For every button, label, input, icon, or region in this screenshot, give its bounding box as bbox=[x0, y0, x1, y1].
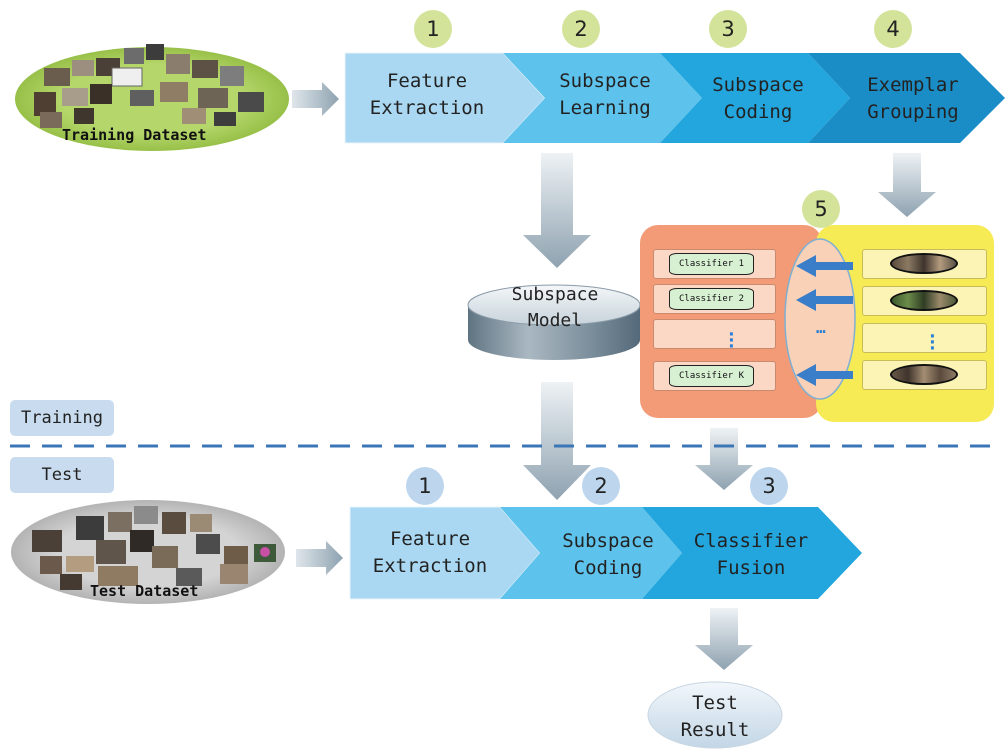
arrow-exemplar-1 bbox=[796, 255, 853, 277]
classifier-row-ellipsis bbox=[653, 319, 776, 349]
exemplar-row-k bbox=[862, 360, 987, 390]
arrow-fusion-to-result bbox=[695, 608, 753, 670]
training-step-4-label: Exemplar Grouping bbox=[867, 74, 959, 123]
exemplar-1-thumbnail bbox=[890, 253, 958, 274]
subspace-model-label: Subspace Model bbox=[511, 284, 599, 331]
training-step-1-number: 1 bbox=[414, 10, 452, 48]
test-dataset-thumbnails bbox=[32, 506, 276, 590]
training-step-3-number: 3 bbox=[709, 10, 747, 48]
subspace-model-cylinder bbox=[467, 284, 641, 360]
training-step-3-label: Subspace Coding bbox=[712, 74, 804, 123]
test-step-3-number: 3 bbox=[750, 467, 788, 505]
test-dataset-label: Test Dataset bbox=[90, 582, 199, 600]
test-step-3-label: Classifier Fusion bbox=[693, 530, 809, 579]
training-step-4-number: 4 bbox=[874, 10, 912, 48]
training-phase-tag: Training bbox=[10, 400, 114, 436]
arrow-classifiers-to-fusion bbox=[695, 428, 753, 490]
exemplar-row-1 bbox=[862, 249, 987, 279]
test-step-1-label: Feature Extraction bbox=[372, 528, 488, 577]
arrow-exemplar-2 bbox=[796, 289, 853, 311]
exemplar-row-2 bbox=[862, 286, 987, 316]
test-result-label: Test Result bbox=[680, 692, 750, 741]
chevron-subspace-coding bbox=[660, 53, 850, 143]
training-step-1-label: Feature Extraction bbox=[369, 70, 485, 119]
chevron-test-subspace-coding bbox=[500, 507, 682, 599]
classifier-k-cylinder: Classifier K bbox=[669, 365, 754, 387]
arrow-dataset-to-training bbox=[292, 82, 339, 116]
training-step-2-number: 2 bbox=[562, 10, 600, 48]
chevron-test-classifier-fusion bbox=[642, 507, 862, 599]
training-step-2-label: Subspace Learning bbox=[559, 70, 651, 119]
classifier-vertical-ellipsis: ··· bbox=[726, 324, 737, 357]
fusion-ellipse bbox=[784, 238, 856, 400]
training-dataset-thumbnails bbox=[34, 44, 264, 128]
chevron-exemplar-grouping bbox=[808, 53, 1005, 143]
test-step-1-number: 1 bbox=[406, 467, 444, 505]
chevron-subspace-learning bbox=[503, 53, 702, 143]
classifier-2-cylinder: Classifier 2 bbox=[669, 288, 754, 310]
training-dataset-label: Training Dataset bbox=[62, 126, 207, 144]
arrow-grouping-to-exemplars bbox=[878, 153, 936, 217]
arrow-learning-to-model bbox=[523, 153, 591, 268]
exemplar-2-thumbnail bbox=[890, 290, 958, 311]
test-step-2-number: 2 bbox=[582, 467, 620, 505]
test-result-ellipse bbox=[647, 681, 783, 749]
fusion-ellipsis: … bbox=[816, 318, 826, 337]
arrow-dataset-to-test bbox=[296, 541, 343, 575]
exemplar-vertical-ellipsis: ··· bbox=[927, 326, 938, 359]
test-phase-tag: Test bbox=[10, 457, 114, 493]
arrow-exemplar-k bbox=[796, 364, 853, 386]
classifier-1-cylinder: Classifier 1 bbox=[669, 253, 754, 275]
step-5-number: 5 bbox=[802, 190, 840, 228]
exemplar-row-ellipsis bbox=[862, 323, 987, 353]
arrow-model-to-test-coding bbox=[523, 382, 591, 500]
test-step-2-label: Subspace Coding bbox=[562, 530, 654, 579]
exemplar-k-thumbnail bbox=[890, 364, 958, 385]
